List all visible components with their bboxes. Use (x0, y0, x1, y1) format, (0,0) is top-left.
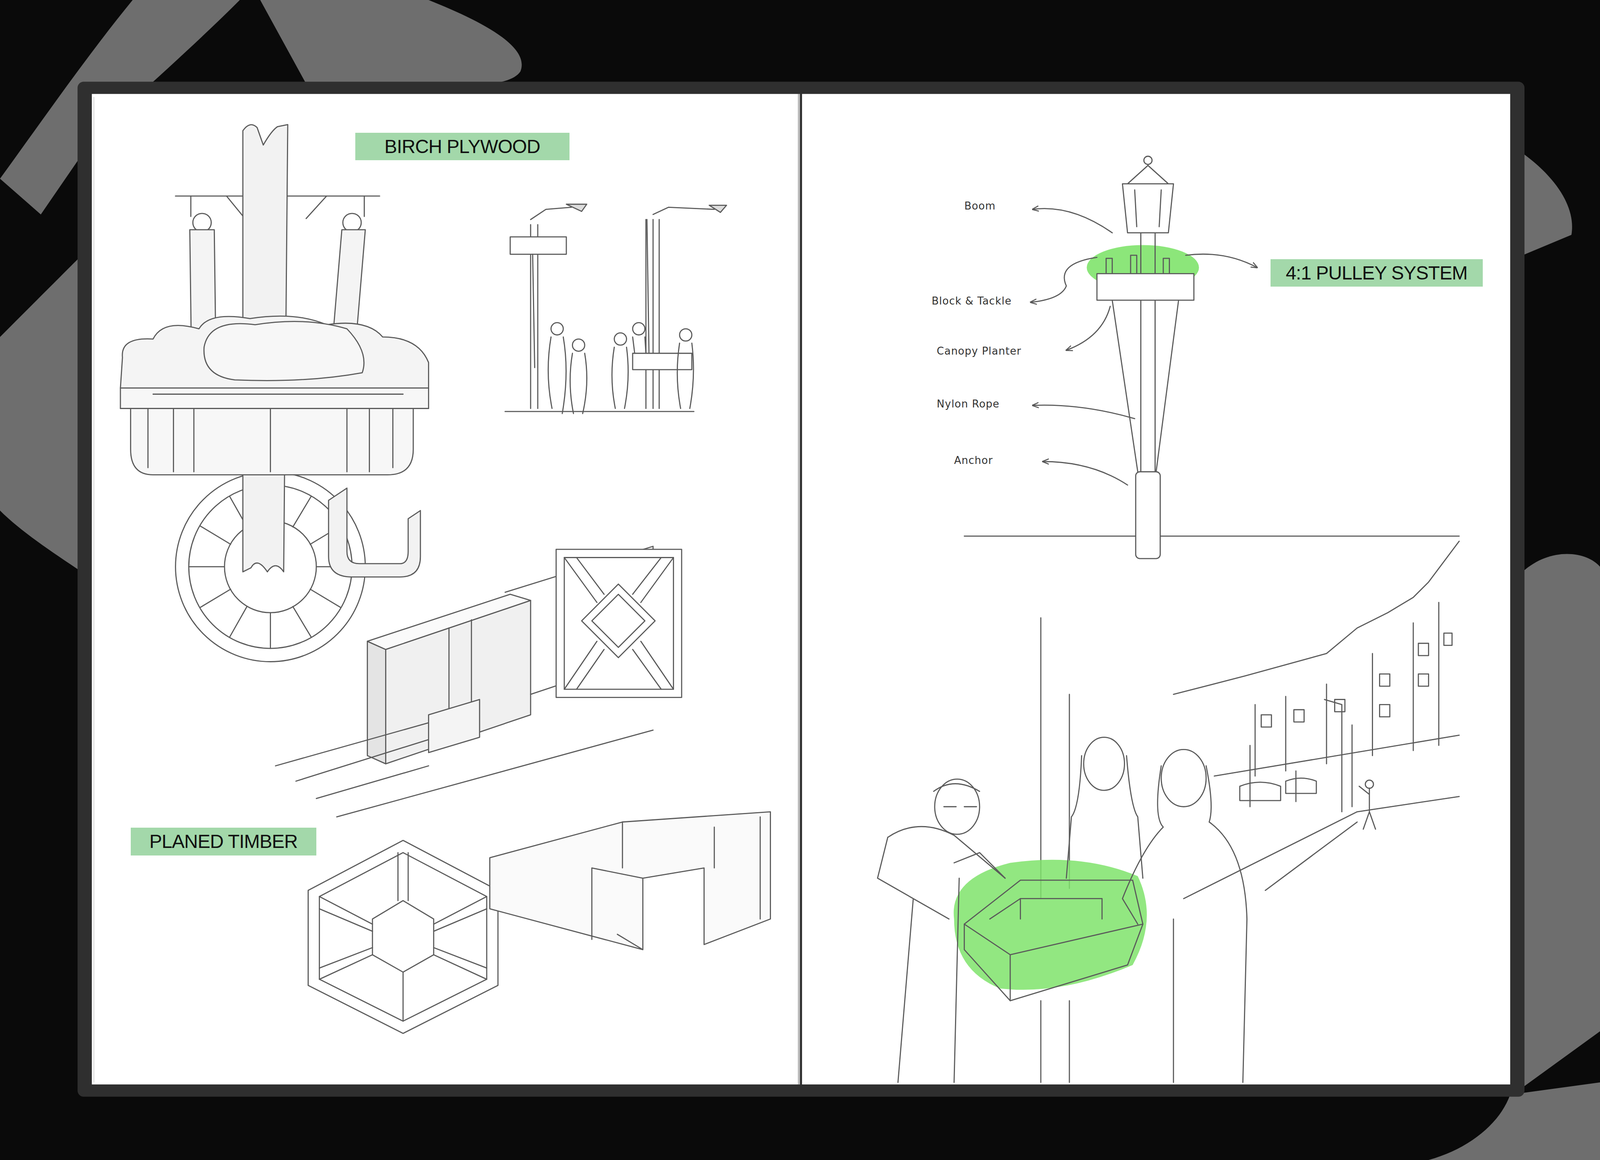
label-text: 4:1 PULLEY SYSTEM (1285, 261, 1468, 284)
material-label: BIRCH PLYWOOD (355, 132, 570, 161)
label-text: BIRCH PLYWOOD (384, 135, 540, 158)
part-label: Anchor (954, 454, 994, 467)
part-label: Canopy Planter (936, 344, 1022, 357)
part-label: Nylon Rope (936, 397, 1000, 410)
label-text: PLANED TIMBER (149, 830, 298, 853)
material-label: 4:1 PULLEY SYSTEM (1270, 259, 1483, 287)
part-label: Block & Tackle (931, 294, 1012, 307)
material-label: PLANED TIMBER (130, 827, 317, 855)
part-label: Boom (964, 199, 996, 212)
